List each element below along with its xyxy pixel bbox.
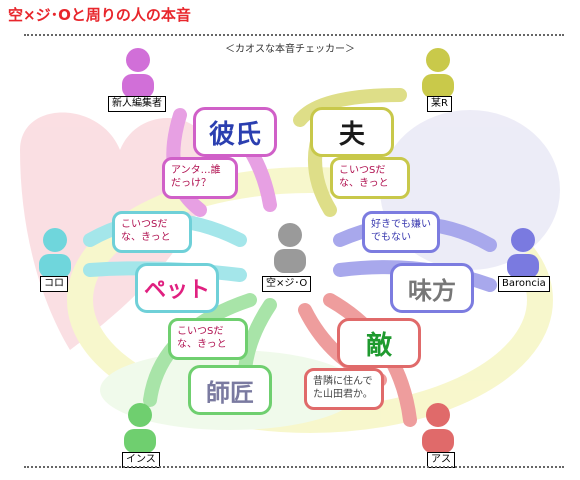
person-icon-bottom-right <box>422 403 454 453</box>
relation-label-bottom-right: 敵 <box>337 318 421 368</box>
message-right: 好きでも嫌いでもない <box>362 211 440 253</box>
people-icons <box>39 48 539 453</box>
person-name-left: コロ <box>40 276 68 292</box>
top-divider <box>24 34 564 36</box>
message-top-left: アンタ…誰だっけ？ <box>162 157 238 199</box>
bottom-divider <box>24 466 564 468</box>
subtitle: ＜カオスな本音チェッカー＞ <box>225 44 355 55</box>
relation-label-left: ペット <box>135 263 219 313</box>
person-icon-bottom-left <box>124 403 156 453</box>
relation-label-bottom-left: 師匠 <box>188 365 272 415</box>
person-icon-center <box>274 223 306 273</box>
relation-label-top-right: 夫 <box>310 107 394 157</box>
message-bottom-left: こいつSだな、きっと <box>168 318 248 360</box>
person-icon-right <box>507 228 539 278</box>
person-name-top-right: 某R <box>427 96 452 112</box>
message-bottom-right: 昔隣に住んでた山田君か。 <box>304 368 384 410</box>
person-name-right: Baroncia <box>498 276 550 292</box>
person-name-center: 空×ジ･O <box>262 276 312 292</box>
person-icon-top-left <box>122 48 154 98</box>
person-icon-top-right <box>422 48 454 98</box>
relation-label-right: 味方 <box>390 263 474 313</box>
person-icon-left <box>39 228 71 278</box>
arrow-top-right-in <box>293 88 407 127</box>
message-top-right: こいつSだな、きっと <box>330 157 410 199</box>
person-name-top-left: 新人編集者 <box>108 96 166 112</box>
page-title: 空×ジ･Oと周りの人の本音 <box>8 6 191 24</box>
relation-label-top-left: 彼氏 <box>193 107 277 157</box>
message-left: こいつSだな、きっと <box>112 211 192 253</box>
